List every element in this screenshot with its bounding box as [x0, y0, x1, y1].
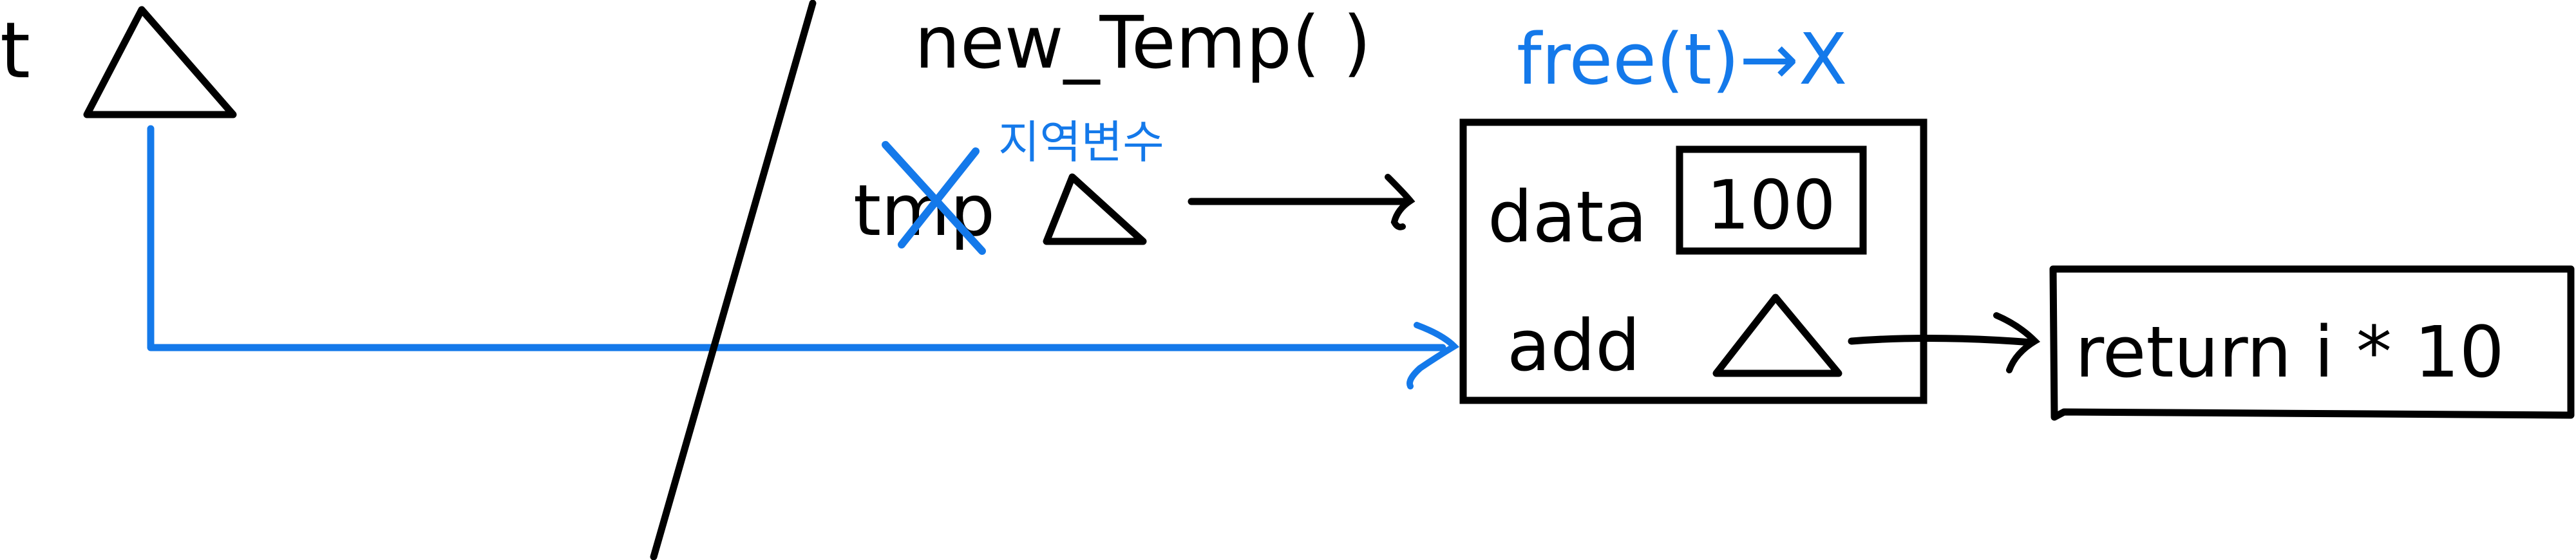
- scope-divider-line: [650, 0, 817, 560]
- function-body: return i * 10: [2075, 311, 2505, 393]
- add-to-function-arrow: [1848, 334, 2036, 346]
- data-value-box: [1676, 145, 1867, 255]
- pointer-triangle-icon: [1043, 173, 1147, 245]
- struct-box: [1459, 118, 1927, 404]
- local-variable-note: 지역변수: [998, 116, 1164, 169]
- pointer-triangle-icon: [1712, 294, 1842, 377]
- field-add-label: add: [1507, 304, 1640, 387]
- pointer-triangle-icon: [83, 6, 237, 118]
- arrow-icon: [1993, 312, 2041, 373]
- arrow-icon: [1385, 174, 1416, 230]
- function-call-label: new_Temp( ): [914, 1, 1371, 85]
- field-data-label: data: [1488, 176, 1647, 258]
- var-t-label: t: [0, 6, 30, 96]
- strike-x-icon: [882, 141, 986, 255]
- arrow-icon: [1406, 322, 1460, 389]
- free-note: free(t)→X: [1517, 18, 1847, 100]
- data-value: 100: [1707, 166, 1835, 245]
- function-box: [2049, 265, 2575, 421]
- t-to-add-connector: [147, 125, 1446, 351]
